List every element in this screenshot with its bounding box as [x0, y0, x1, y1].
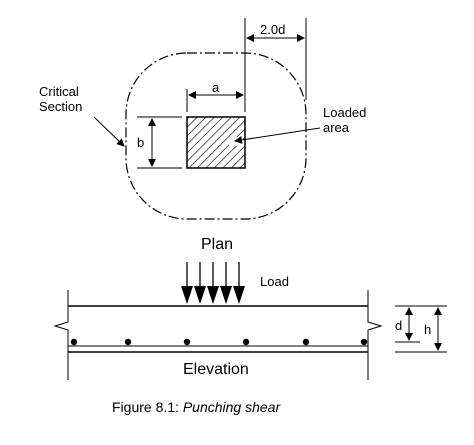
- load-arrows: [186, 262, 240, 290]
- right-break-line: [367, 290, 383, 380]
- figure-caption: Figure 8.1: Punching shear: [112, 399, 281, 415]
- plan-title: Plan: [201, 236, 233, 253]
- label-2d: 2.0d: [260, 22, 285, 37]
- elevation-view: Load Elevation d h: [53, 262, 447, 380]
- plan-view: a b 2.0d Critical Section Loaded area Pl…: [39, 18, 366, 253]
- label-b: b: [137, 135, 144, 150]
- critical-section-label: Critical: [39, 84, 79, 99]
- critical-section-outline: [125, 52, 307, 220]
- loaded-area-label-line2: area: [323, 120, 350, 135]
- loaded-area-leader: [234, 127, 321, 144]
- critical-section-label-line2: Section: [39, 99, 82, 114]
- label-a: a: [212, 80, 220, 95]
- label-d: d: [395, 318, 402, 333]
- critical-section-leader: [93, 116, 125, 147]
- load-label: Load: [260, 274, 289, 289]
- loaded-area-label: Loaded: [323, 105, 366, 120]
- figure-caption-title: Punching shear: [183, 399, 282, 415]
- left-break-line: [53, 290, 69, 380]
- figure-caption-prefix: Figure 8.1:: [112, 399, 183, 415]
- rebar-dots: [70, 338, 368, 346]
- label-h: h: [424, 322, 431, 337]
- elevation-title: Elevation: [183, 361, 249, 378]
